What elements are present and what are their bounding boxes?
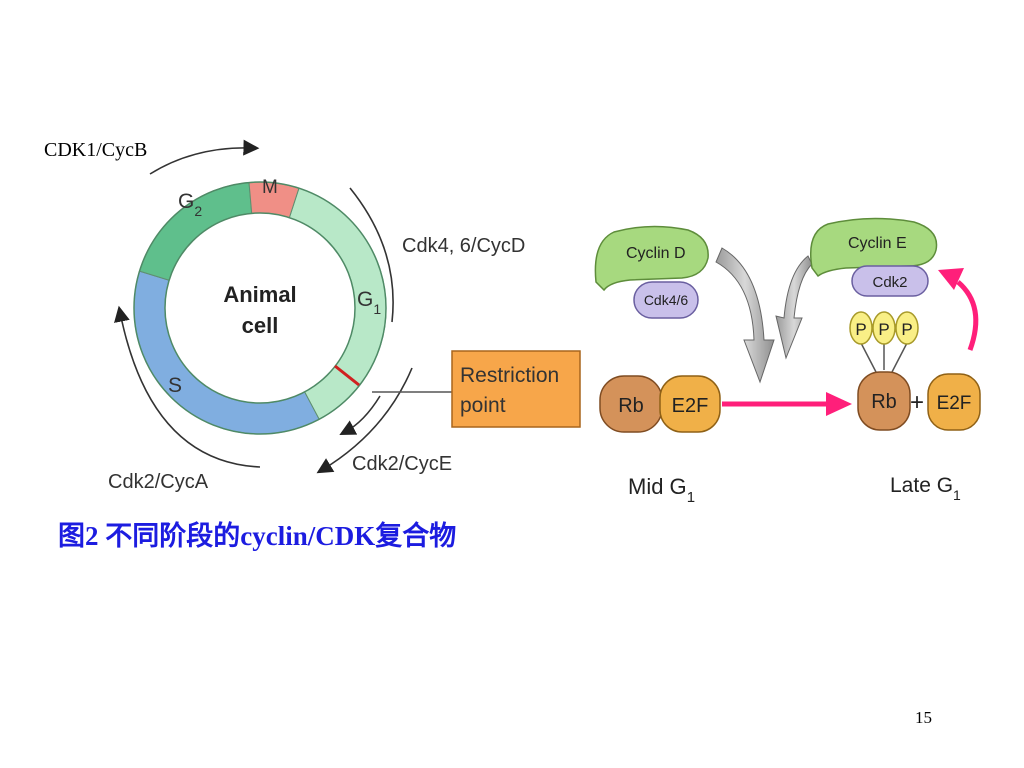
- cyclin-e-text: Cyclin E: [848, 235, 907, 252]
- arc-cdk1-arrow: [149, 139, 260, 175]
- arc-cdk2a-arrow: [114, 305, 261, 468]
- rb-mid-text: Rb: [618, 395, 644, 417]
- rb-late-text: Rb: [871, 391, 897, 413]
- arc-cdk2e-arrow: [316, 367, 413, 474]
- g2-label: G2: [178, 190, 202, 219]
- ring-outer-border: [133, 181, 387, 435]
- restriction-mark: [334, 364, 360, 387]
- cdk46-cycd-label: Cdk4, 6/CycD: [402, 235, 525, 257]
- ring-inner-border: [164, 212, 356, 404]
- magenta-arrows: [722, 268, 979, 416]
- phosphate-2: [872, 311, 896, 345]
- cyclin-e-shape: [810, 217, 938, 278]
- cdk2-shape: [851, 265, 929, 297]
- magenta-main-arrow-head: [826, 392, 852, 416]
- restriction-box-rect: [451, 350, 581, 428]
- gray-arrow-left: [715, 247, 775, 384]
- mid-g1-label: Mid G1: [628, 474, 695, 506]
- plus-sign: +: [910, 389, 924, 416]
- magenta-recycle-arrow-head: [938, 268, 964, 290]
- magenta-recycle-arrow: [956, 280, 979, 351]
- phase-arrows: [114, 139, 413, 474]
- e2f-mid-shape: [659, 375, 721, 433]
- phosphate-group: P P P: [849, 311, 919, 373]
- phosphate-3-text: P: [901, 320, 912, 339]
- restriction-text-2: point: [460, 394, 506, 417]
- cyclin-d-shape: [594, 225, 709, 292]
- cdk2-cyca-label: Cdk2/CycA: [108, 471, 209, 493]
- phosphate-1: [849, 311, 873, 345]
- restriction-text-1: Restriction: [460, 364, 559, 387]
- arc-cdk46-arrow: [349, 187, 394, 323]
- late-g1-complex: Rb + E2F: [857, 371, 981, 431]
- ring-labels: G2 M G1 S Animal cell Cdk4, 6/CycD Cdk2/…: [108, 177, 525, 493]
- late-g1-label: Late G1: [890, 474, 961, 503]
- animal-label: Animal: [223, 282, 296, 307]
- cyclin-d-complex: Cyclin D Cdk4/6: [594, 225, 709, 319]
- e2f-mid-text: E2F: [672, 395, 709, 417]
- m-label: M: [262, 177, 278, 198]
- phosphate-3: [895, 311, 919, 345]
- gray-arrow-right: [775, 255, 813, 360]
- phosphate-1-text: P: [855, 320, 866, 339]
- phosphate-2-text: P: [878, 320, 889, 339]
- mid-g1-complex: Rb E2F: [599, 375, 721, 433]
- cyclin-e-complex: Cyclin E Cdk2: [810, 217, 938, 297]
- e2f-late-text: E2F: [937, 393, 972, 414]
- cyclin-d-text: Cyclin D: [626, 245, 686, 262]
- cdk46-shape: [633, 281, 699, 319]
- cdk2-text: Cdk2: [872, 274, 907, 291]
- s-label: S: [168, 374, 182, 397]
- cell-label: cell: [242, 313, 279, 338]
- phosphate-stem-3: [891, 342, 908, 373]
- cdk1-cycb-label: CDK1/CycB: [44, 139, 148, 161]
- cdk2-cyce-label: Cdk2/CycE: [352, 453, 452, 475]
- rb-late-shape: [857, 371, 911, 431]
- restriction-point-box: Restriction point: [372, 350, 581, 428]
- figure-caption: 图2 不同阶段的cyclin/CDK复合物: [58, 521, 457, 551]
- phosphate-stem-1: [860, 342, 877, 373]
- gray-arrows: [715, 247, 813, 384]
- cell-cycle-ring: [133, 181, 387, 435]
- g1-label: G1: [357, 288, 381, 317]
- page-number: 15: [915, 708, 932, 727]
- cdk46-text: Cdk4/6: [644, 292, 689, 308]
- arc-cdk2e-inner-arrow: [339, 395, 381, 435]
- e2f-late-shape: [927, 373, 981, 431]
